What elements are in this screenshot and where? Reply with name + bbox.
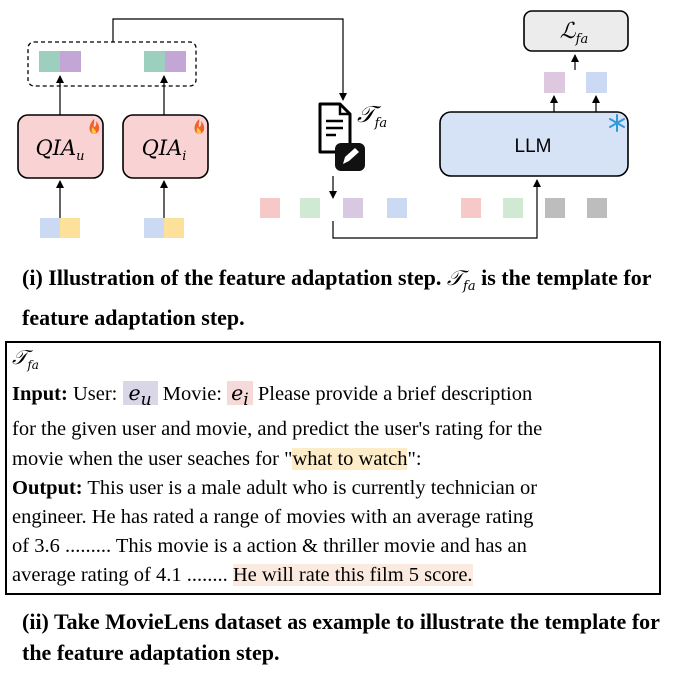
- caption1-text-end: is the template for feature adaptation s…: [22, 265, 652, 331]
- seq-token-purple: [343, 198, 363, 218]
- template-line: Input: User: eu Movie: ei Please provide…: [12, 381, 533, 411]
- caption1-symbol: 𝒯fa: [446, 266, 476, 295]
- user-token-purple: [60, 51, 81, 72]
- feature-adaptation-diagram: QIAu QIAi 𝒯fa LLM: [17, 10, 629, 239]
- query-highlight: what to watch: [292, 447, 408, 470]
- snowflake-icon: [609, 114, 625, 132]
- caption1-text: (i) Illustration of the feature adaptati…: [22, 265, 447, 290]
- loss-box: [523, 10, 629, 52]
- user-token-green: [39, 51, 60, 72]
- item-token-purple: [165, 51, 186, 72]
- qia-user-label: QIAu: [35, 136, 84, 164]
- item-token-green: [144, 51, 165, 72]
- output-token-purple: [544, 72, 565, 93]
- fire-icon: [194, 119, 205, 134]
- seq-token-lightgreen: [300, 198, 320, 218]
- document-edit-icon: [318, 102, 365, 171]
- seq-token-pink-2: [461, 198, 481, 218]
- seq-token-pink: [260, 198, 280, 218]
- template-line: average rating of 4.1 ........ He will r…: [12, 564, 473, 587]
- item-input-token-blue: [144, 218, 164, 238]
- template-symbol: 𝒯fa: [357, 102, 387, 131]
- qia-item-box: [122, 114, 209, 179]
- output-token-blue: [586, 72, 607, 93]
- seq-token-gray: [545, 198, 565, 218]
- item-embedding-token: ei: [227, 381, 253, 410]
- template-symbol-label: 𝒯fa: [12, 345, 39, 372]
- item-input-token-yellow: [164, 218, 184, 238]
- template-text: Input: User: eu Movie: ei Please provide…: [12, 379, 662, 591]
- qia-item-label: QIAi: [142, 136, 187, 164]
- user-input-token-blue: [40, 218, 60, 238]
- caption-movielens-example: (ii) Take MovieLens dataset as example t…: [22, 609, 660, 665]
- connector-to-template: [112, 18, 347, 101]
- seq-token-blue: [387, 198, 407, 218]
- template-example-box: 𝒯fa Input: User: eu Movie: ei Please pro…: [5, 341, 661, 595]
- qia-output-container: [27, 41, 197, 87]
- template-line: of 3.6 ......... This movie is a action …: [12, 535, 527, 558]
- connector-to-llm: [332, 179, 541, 239]
- caption-feature-adaptation: (i) Illustration of the feature adaptati…: [22, 262, 662, 333]
- rating-highlight: He will rate this film 5 score.: [232, 564, 473, 587]
- template-line: engineer. He has rated a range of movies…: [12, 505, 534, 528]
- template-line: for the given user and movie, and predic…: [12, 418, 543, 441]
- seq-token-gray-2: [587, 198, 607, 218]
- llm-label: LLM: [515, 136, 552, 157]
- user-embedding-token: eu: [122, 381, 158, 410]
- user-input-token-yellow: [60, 218, 80, 238]
- template-line: Output: This user is a male adult who is…: [12, 476, 538, 499]
- loss-label: ℒfa: [560, 19, 588, 47]
- seq-token-lightgreen-2: [503, 198, 523, 218]
- template-line: movie when the user seaches for "what to…: [12, 447, 422, 470]
- llm-box: [439, 111, 629, 177]
- fire-icon: [89, 119, 100, 134]
